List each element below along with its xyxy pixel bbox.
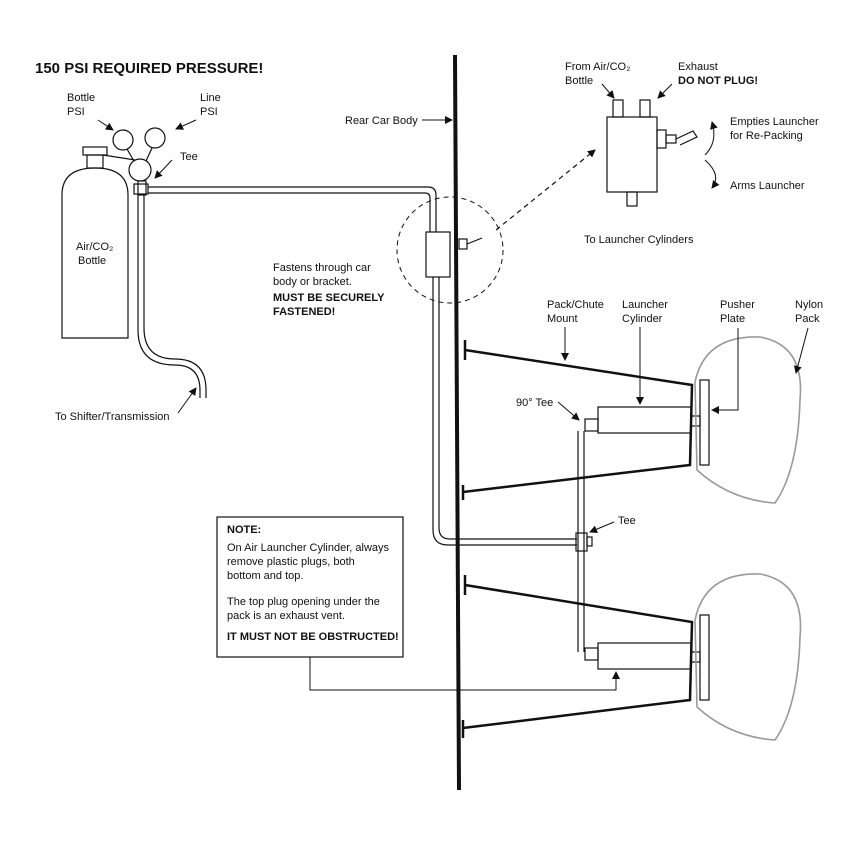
line-psi-label-line1: Line [200, 92, 221, 104]
bottle-psi-label-line1: Bottle [67, 92, 95, 104]
launcher-valve [425, 231, 483, 278]
bottle-label-line1: Air/CO₂ [76, 241, 113, 253]
nylon-pack-label-line2: Pack [795, 313, 820, 325]
tee-mid-arrow [589, 521, 615, 533]
upper-pack [694, 336, 802, 504]
rear-car-body [453, 54, 461, 791]
regulator [102, 127, 166, 196]
line-psi-label-line2: PSI [200, 106, 218, 118]
pack-mount-label-line2: Mount [547, 313, 578, 325]
middle-tee [575, 532, 593, 552]
detail-arrow [495, 149, 596, 231]
note-line-1: On Air Launcher Cylinder, always [227, 542, 390, 554]
arms-label: Arms Launcher [730, 180, 805, 192]
note-heading: NOTE: [227, 524, 261, 536]
diagram-title: 150 PSI REQUIRED PRESSURE! [35, 60, 263, 77]
bottle-psi-arrow [97, 119, 114, 131]
to-shifter-arrow [177, 387, 197, 414]
valve-detail-circle [396, 196, 504, 304]
empties-arrow [704, 121, 718, 156]
pusher-plate-label-line2: Plate [720, 313, 745, 325]
note-line-2: remove plastic plugs, both [227, 556, 355, 568]
nylon-pack-label-line1: Nylon [795, 299, 823, 311]
to-cylinders-label: To Launcher Cylinders [584, 234, 694, 246]
to-shifter-label: To Shifter/Transmission [55, 411, 170, 423]
launcher-cyl-label-line2: Cylinder [622, 313, 663, 325]
bottle-label-line2: Bottle [78, 255, 106, 267]
note-warning: IT MUST NOT BE OBSTRUCTED! [227, 631, 399, 643]
rear-car-body-label: Rear Car Body [345, 115, 418, 127]
empties-label-line2: for Re-Packing [730, 130, 803, 142]
launcher-cyl-label-line1: Launcher [622, 299, 668, 311]
detail-valve [606, 99, 698, 207]
tee-top-label: Tee [180, 151, 198, 163]
distribution-line [432, 277, 577, 546]
tee-mid-label: Tee [618, 515, 636, 527]
bottle-psi-label-line2: PSI [67, 106, 85, 118]
secure-warning-line1: MUST BE SECURELY [273, 292, 385, 304]
tee-90-label: 90° Tee [516, 397, 553, 409]
do-not-plug-label: DO NOT PLUG! [678, 75, 758, 87]
arms-arrow [704, 159, 720, 189]
air-co2-bottle [61, 146, 129, 339]
line-psi-arrow [175, 119, 197, 130]
tee-90-arrow [557, 401, 580, 421]
note-line-3: bottom and top. [227, 570, 303, 582]
exhaust-label: Exhaust [678, 61, 718, 73]
lower-pack [694, 573, 802, 741]
pack-mount-label-line1: Pack/Chute [547, 299, 604, 311]
branch-line [577, 431, 585, 652]
note-box [216, 516, 404, 658]
note-line-4: The top plug opening under the [227, 596, 380, 608]
supply-line [148, 186, 437, 232]
exhaust-arrow [657, 83, 673, 99]
from-air-arrow [601, 83, 615, 99]
upper-launcher-cylinder [584, 379, 710, 466]
supply-tee [133, 183, 149, 195]
from-air-label-line1: From Air/CO₂ [565, 61, 630, 73]
pusher-plate-label-line1: Pusher [720, 299, 755, 311]
nylon-pack-arrow [793, 327, 809, 374]
empties-label-line1: Empties Launcher [730, 116, 819, 128]
secure-warning-line2: FASTENED! [273, 306, 335, 318]
fastens-label-line2: body or bracket. [273, 276, 352, 288]
from-air-label-line2: Bottle [565, 75, 593, 87]
note-pointer [309, 657, 620, 691]
transmission-hose [137, 195, 201, 398]
fastens-label-line1: Fastens through car [273, 262, 371, 274]
note-line-5: pack is an exhaust vent. [227, 610, 345, 622]
pusher-plate-arrow [711, 328, 739, 414]
tee-top-arrow [154, 159, 173, 179]
